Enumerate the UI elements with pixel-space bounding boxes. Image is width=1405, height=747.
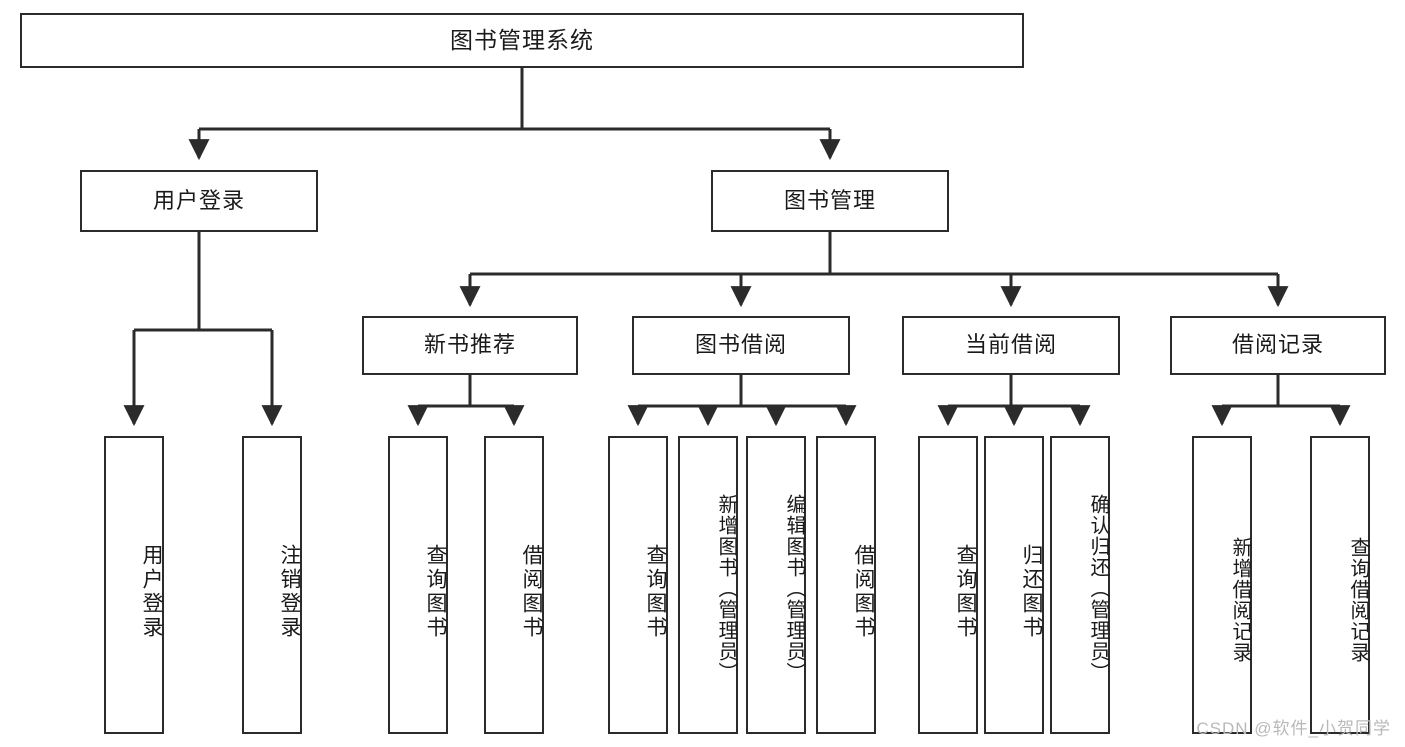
node-book-manage[interactable]: 图书管理 (711, 170, 949, 232)
node-root[interactable]: 图书管理系统 (20, 13, 1024, 68)
leaf-borrow-book-2[interactable]: 借阅图书 (816, 436, 876, 734)
leaf-confirm-return[interactable]: 确认归还（管理员） (1050, 436, 1110, 734)
node-borrow-record[interactable]: 借阅记录 (1170, 316, 1386, 375)
leaf-borrow-book-1[interactable]: 借阅图书 (484, 436, 544, 734)
leaf-logout[interactable]: 注销登录 (242, 436, 302, 734)
node-book-borrow[interactable]: 图书借阅 (632, 316, 850, 375)
leaf-query-book-1[interactable]: 查询图书 (388, 436, 448, 734)
leaf-edit-book[interactable]: 编辑图书（管理员） (746, 436, 806, 734)
leaf-query-book-3[interactable]: 查询图书 (918, 436, 978, 734)
csdn-watermark: CSDN @软件_小贺同学 (1196, 719, 1391, 738)
leaf-query-record[interactable]: 查询借阅记录 (1310, 436, 1370, 734)
node-user-login[interactable]: 用户登录 (80, 170, 318, 232)
leaf-add-book[interactable]: 新增图书（管理员） (678, 436, 738, 734)
node-current-borrow[interactable]: 当前借阅 (902, 316, 1120, 375)
leaf-add-record[interactable]: 新增借阅记录 (1192, 436, 1252, 734)
leaf-return-book[interactable]: 归还图书 (984, 436, 1044, 734)
leaf-query-book-2[interactable]: 查询图书 (608, 436, 668, 734)
leaf-user-login[interactable]: 用户登录 (104, 436, 164, 734)
node-new-book-rec[interactable]: 新书推荐 (362, 316, 578, 375)
